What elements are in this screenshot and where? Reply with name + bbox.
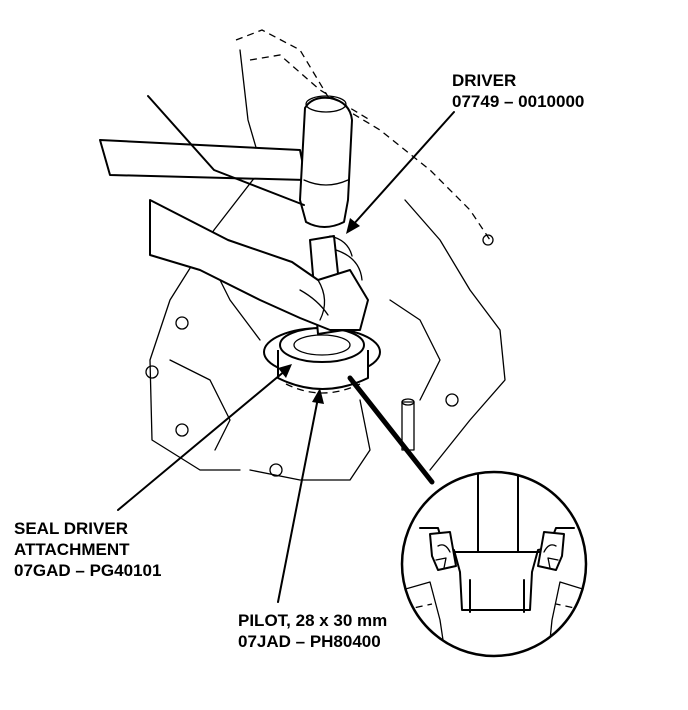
driver-label: DRIVER 07749 – 0010000 — [452, 70, 584, 112]
pilot-name: PILOT, 28 x 30 mm — [238, 611, 388, 630]
arrowhead-icon — [278, 364, 292, 378]
bolt-hole-icon — [445, 393, 459, 407]
bolt-hole-icon — [145, 365, 159, 379]
driver-name: DRIVER — [452, 71, 517, 90]
seal-driver-part-number: 07GAD – PG40101 — [14, 561, 162, 580]
leader-lines — [117, 111, 455, 603]
bolt-hole-icon — [482, 234, 494, 246]
arm-upper — [147, 95, 305, 206]
seal-driver-line2: ATTACHMENT — [14, 540, 130, 559]
driver-part-number: 07749 – 0010000 — [452, 92, 585, 111]
arrowhead-icon — [312, 388, 324, 404]
seal-driver-line1: SEAL DRIVER — [14, 519, 128, 538]
bolt-hole-icon — [175, 423, 189, 437]
seal-driver-label: SEAL DRIVER ATTACHMENT 07GAD – PG40101 — [14, 518, 161, 581]
arrowhead-icon — [346, 218, 360, 234]
pilot-label: PILOT, 28 x 30 mm 07JAD – PH80400 — [238, 610, 387, 652]
hand — [149, 199, 369, 331]
hammer — [99, 95, 353, 228]
pilot-part-number: 07JAD – PH80400 — [238, 632, 381, 651]
bolt-hole-icon — [175, 316, 189, 330]
detail-view — [400, 470, 588, 658]
bolt-hole-icon — [269, 463, 283, 477]
transmission-case — [145, 29, 506, 481]
seal-driver-attachment — [263, 327, 381, 394]
